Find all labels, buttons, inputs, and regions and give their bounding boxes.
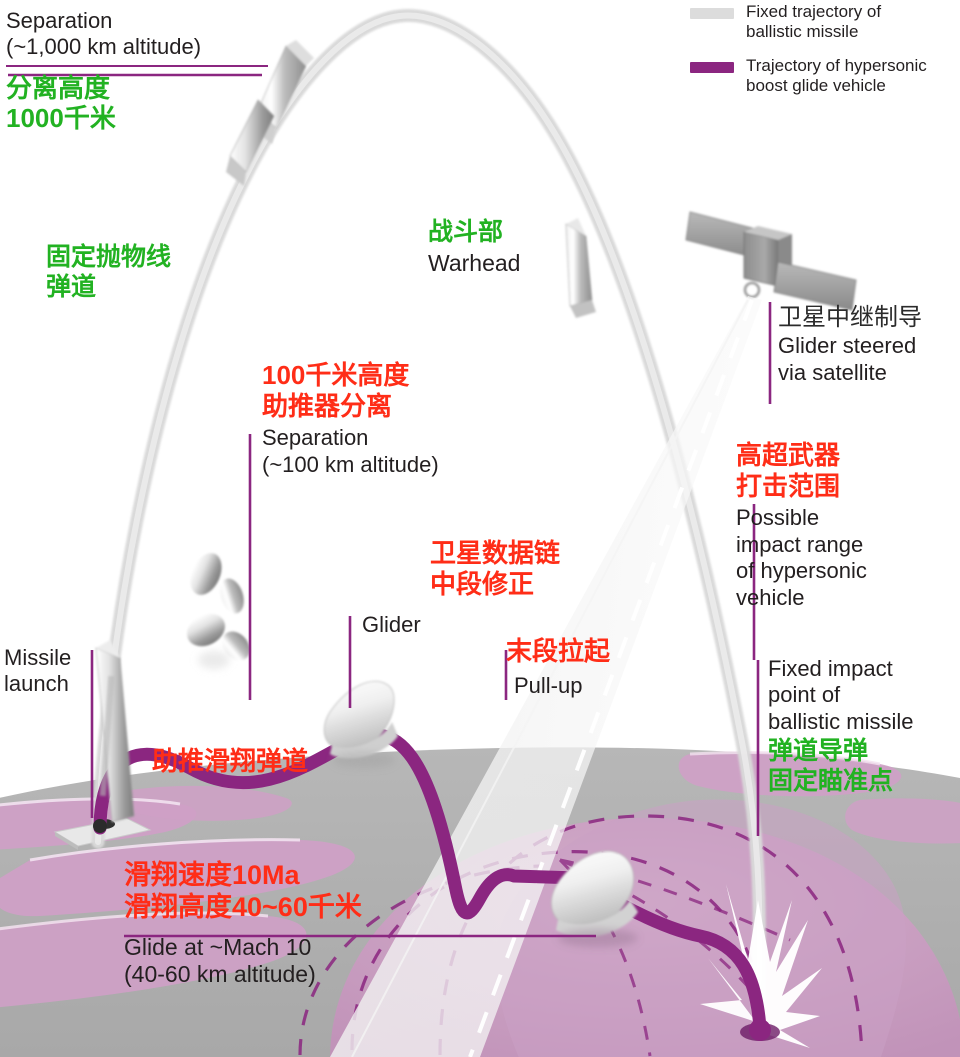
legend: Fixed trajectory of ballistic missile Tr…: [690, 2, 958, 110]
satellite: [685, 211, 857, 311]
annotation-warhead: 战斗部 Warhead: [428, 218, 608, 277]
impact-range-en: Possible impact range of hypersonic vehi…: [736, 505, 867, 610]
separation-1000km-cn: 分离高度 1000千米: [6, 72, 116, 134]
legend-swatch-hypersonic: [690, 62, 734, 74]
annotation-glider: Glider: [362, 612, 482, 638]
warhead-en: Warhead: [428, 249, 521, 276]
impact-range-cn: 高超武器 打击范围: [736, 440, 841, 501]
legend-swatch-ballistic: [690, 8, 734, 19]
satellite-guidance-cn: 卫星中继制导: [778, 304, 922, 331]
satellite-guidance-en: Glider steered via satellite: [778, 333, 917, 385]
glide-speed-altitude-en: Glide at ~Mach 10 (40-60 km altitude): [124, 933, 316, 988]
annotation-missile-launch: Missile launch: [4, 645, 114, 698]
warhead-cn: 战斗部: [428, 218, 504, 246]
annotation-fixed-parabolic: 固定抛物线 弹道: [46, 243, 276, 302]
launch-pad: [53, 817, 152, 850]
annotation-glide-speed-altitude: 滑翔速度10Ma 滑翔高度40~60千米 Glide at ~Mach 10 (…: [124, 860, 524, 989]
leader-lines: [8, 73, 772, 938]
annotation-boost-glide-trajectory: 助推滑翔弹道: [152, 746, 452, 777]
datalink-midcourse-cn: 卫星数据链 中段修正: [430, 538, 561, 599]
glider-en: Glider: [362, 612, 421, 637]
annotation-satellite-guidance: 卫星中继制导 Glider steered via satellite: [778, 304, 960, 386]
glide-vehicle-terminal: [551, 850, 638, 947]
annotation-impact-range: 高超武器 打击范围 Possible impact range of hyper…: [736, 440, 936, 611]
separation-1000km-en: Separation (~1,000 km altitude): [6, 8, 202, 60]
annotation-datalink-midcourse: 卫星数据链 中段修正: [430, 538, 650, 599]
legend-label-ballistic: Fixed trajectory of ballistic missile: [746, 2, 882, 42]
pull-up-en: Pull-up: [514, 672, 583, 698]
boost-glide-trajectory-cn: 助推滑翔弹道: [152, 746, 309, 776]
legend-label-hypersonic: Trajectory of hypersonic boost glide veh…: [746, 56, 927, 96]
glide-speed-altitude-cn: 滑翔速度10Ma 滑翔高度40~60千米: [124, 860, 362, 922]
missile-launch-en: Missile launch: [4, 645, 72, 697]
fixed-parabolic-cn: 固定抛物线 弹道: [46, 243, 172, 301]
separation-1000km-rule: [6, 64, 268, 67]
fixed-impact-point-cn: 弹道导弹 固定瞄准点: [768, 737, 894, 795]
separation-100km-cn: 100千米高度 助推器分离: [262, 360, 410, 421]
separation-100km-en: Separation (~100 km altitude): [262, 425, 439, 477]
annotation-fixed-impact-point: Fixed impact point of ballistic missile …: [768, 656, 960, 796]
legend-item-ballistic: Fixed trajectory of ballistic missile: [690, 2, 958, 42]
legend-item-hypersonic: Trajectory of hypersonic boost glide veh…: [690, 56, 958, 96]
annotation-separation-100km: 100千米高度 助推器分离 Separation (~100 km altitu…: [262, 360, 522, 478]
annotation-pull-up: 末段拉起 Pull-up: [506, 636, 666, 699]
pull-up-cn: 末段拉起: [506, 636, 611, 666]
fixed-impact-point-en: Fixed impact point of ballistic missile: [768, 656, 914, 734]
impact-burst: [700, 884, 822, 1048]
annotation-separation-1000km: Separation (~1,000 km altitude) 分离高度 100…: [6, 8, 286, 134]
spent-stages: [186, 553, 250, 669]
